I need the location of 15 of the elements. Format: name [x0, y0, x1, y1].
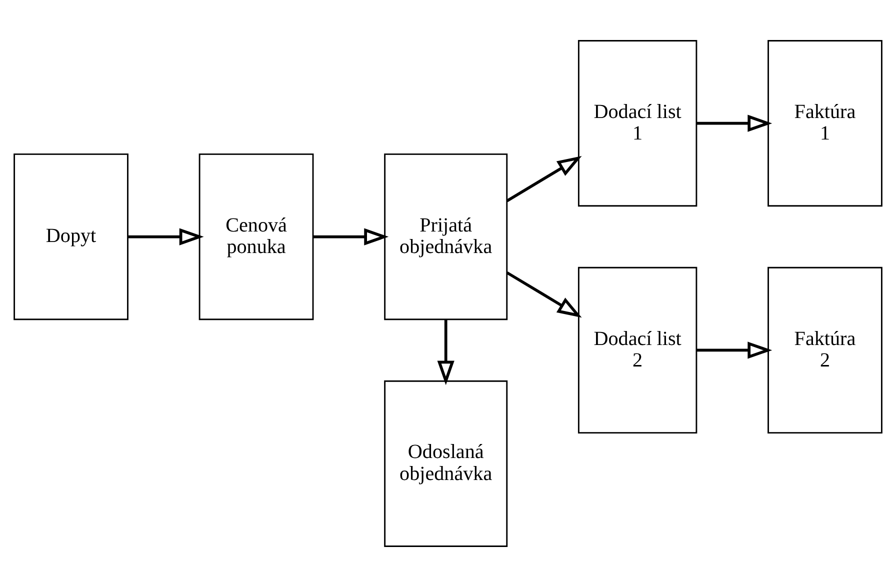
arrow	[506, 271, 582, 318]
node-box: Odoslaná objednávka	[384, 380, 508, 547]
node-box: Faktúra 2	[768, 266, 882, 434]
arrow	[437, 319, 454, 386]
node-box: Dodací list 2	[578, 266, 698, 434]
arrow	[696, 342, 772, 359]
node-box: Cenová ponuka	[198, 153, 314, 320]
arrow	[696, 114, 772, 132]
arrow	[506, 156, 582, 202]
node-box: Dopyt	[14, 153, 128, 320]
arrow	[128, 228, 204, 246]
node-box: Faktúra 1	[768, 40, 882, 207]
node-box: Dodací list 1	[578, 40, 698, 207]
node-box: Prijatá objednávka	[384, 153, 508, 320]
arrow	[313, 228, 389, 246]
